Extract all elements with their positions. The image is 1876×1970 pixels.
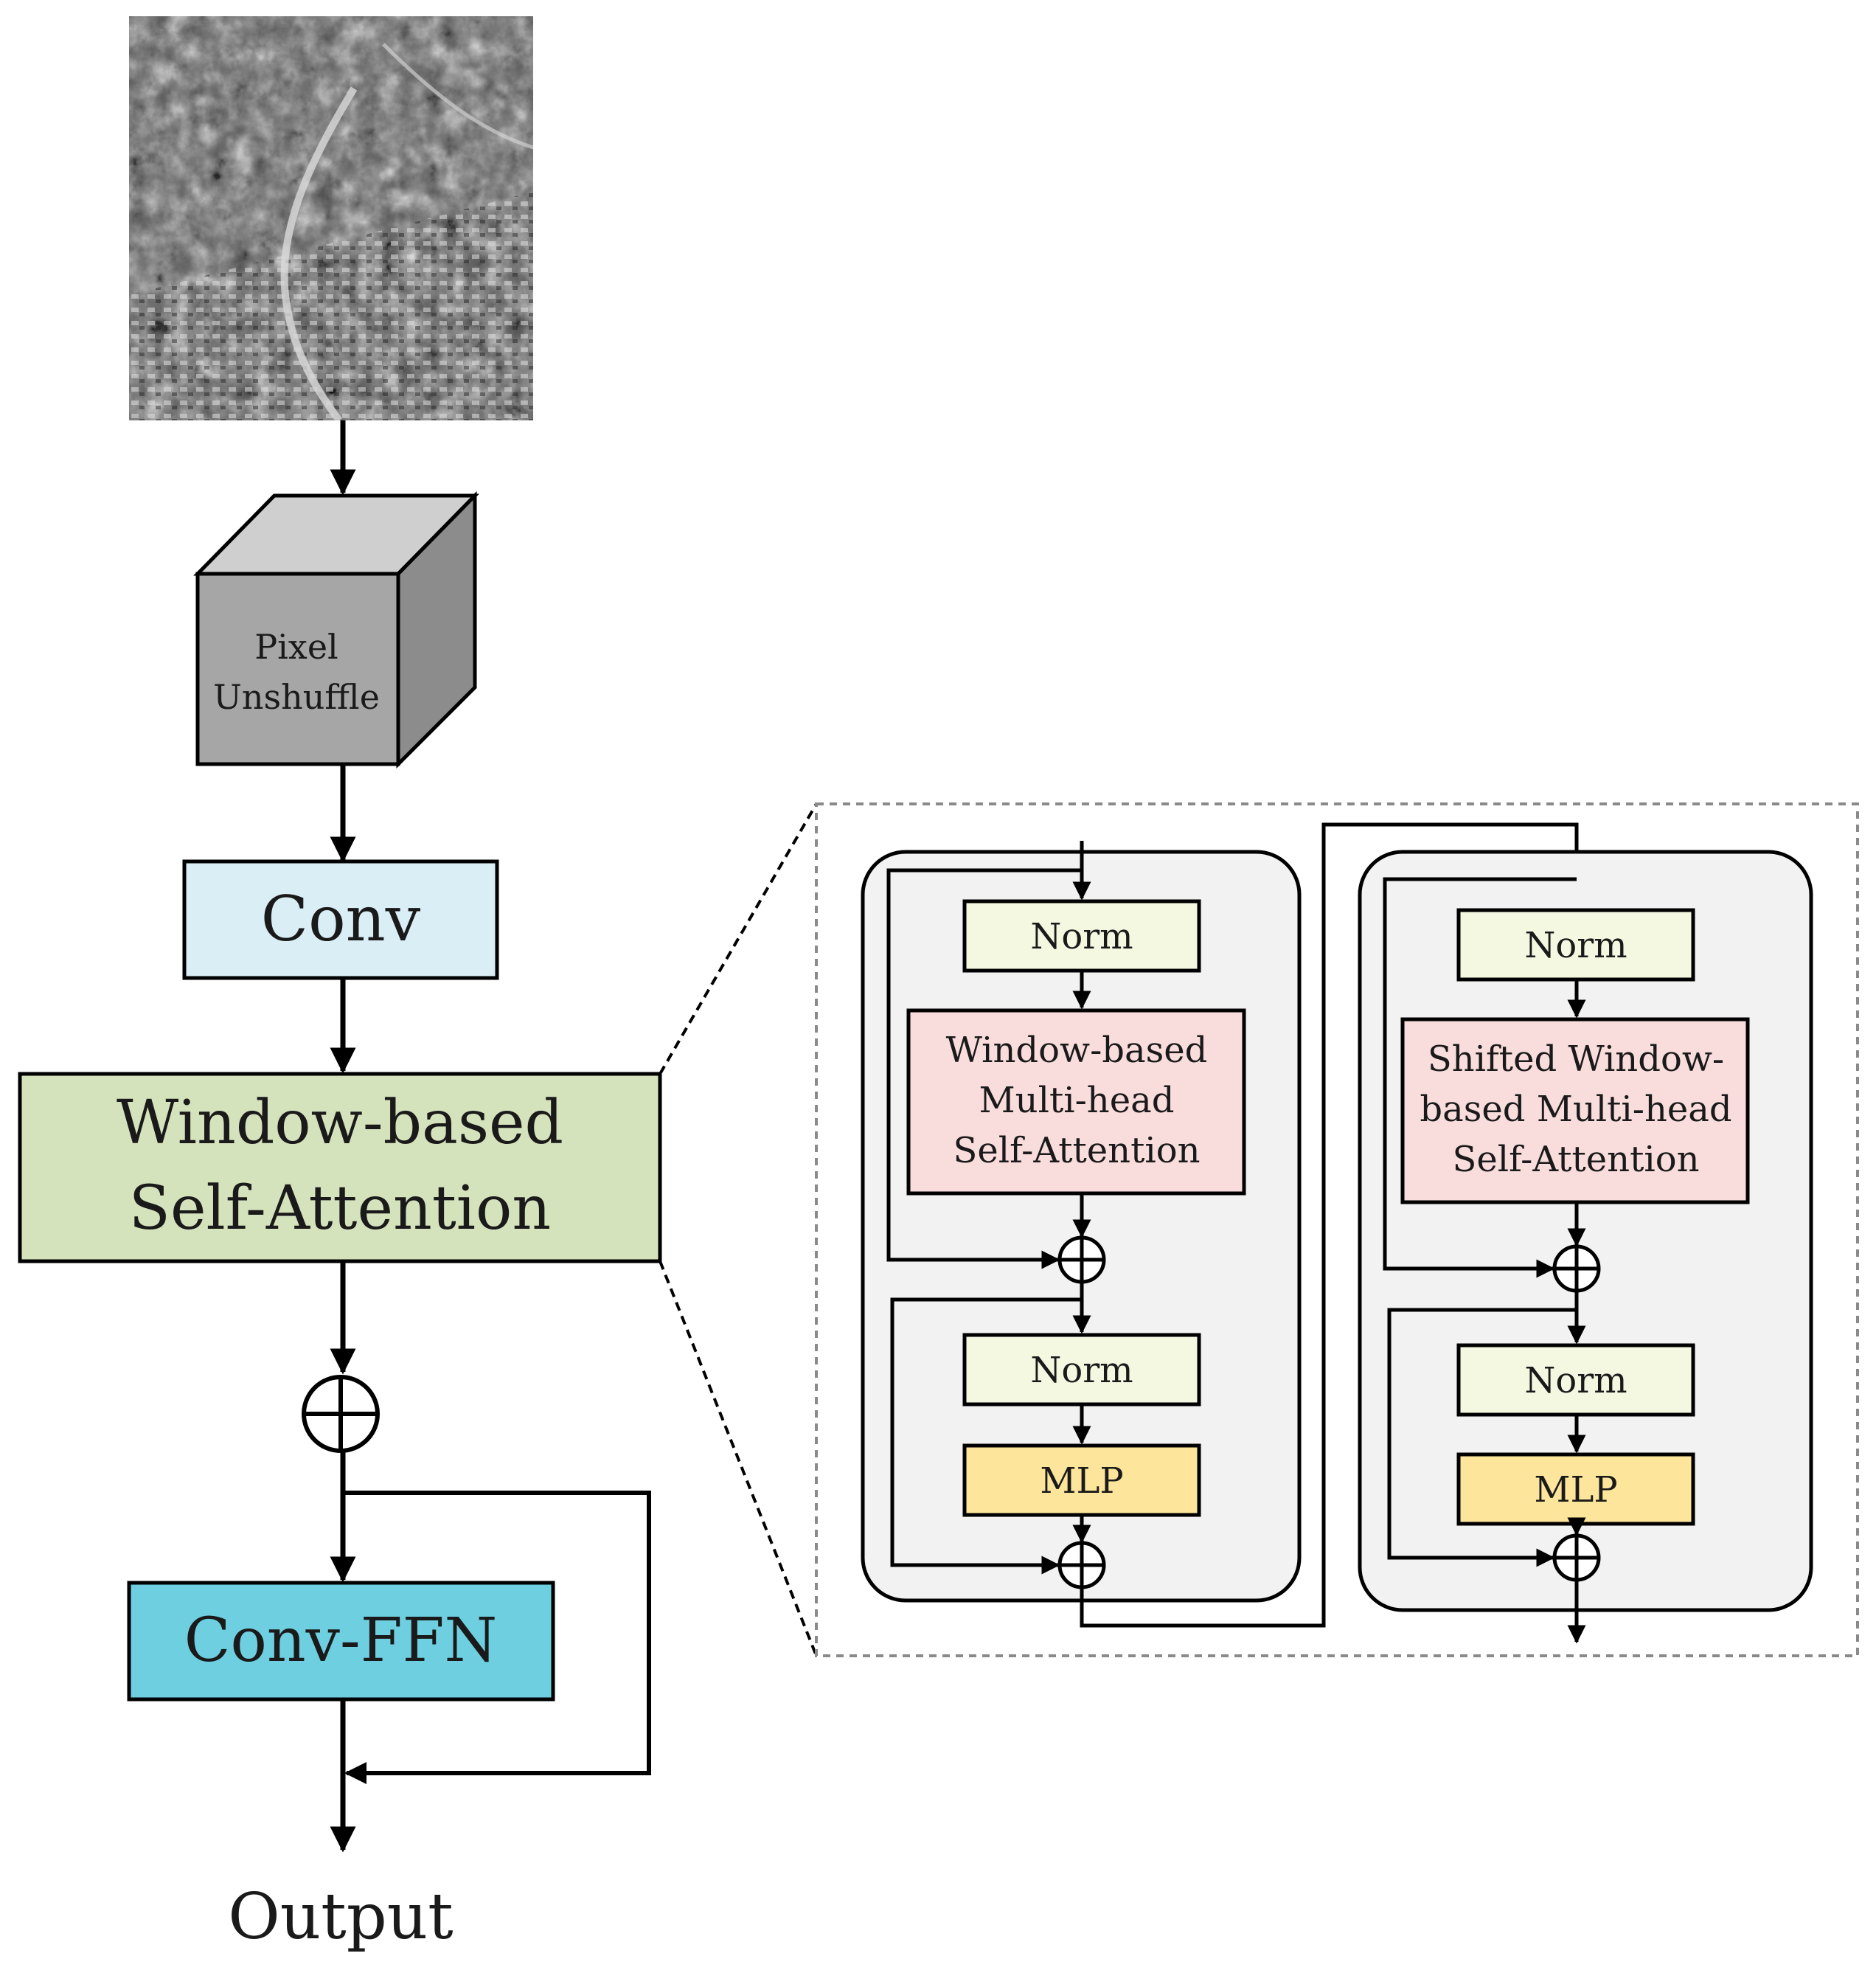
- block1-mlp: [962, 1443, 1201, 1517]
- block2-norm2: [1456, 1343, 1695, 1417]
- conv-block: Conv: [182, 859, 499, 980]
- block1-mlp-label: MLP: [1040, 1460, 1123, 1502]
- swin-block-1: Norm Window-based Multi-head Self-Attent…: [861, 841, 1302, 1603]
- block2-attention-line1: Shifted Window-: [1428, 1038, 1724, 1080]
- wsa-label-line2: Self-Attention: [129, 1173, 551, 1244]
- conv-ffn-block: Conv-FFN: [127, 1581, 555, 1702]
- skip-connection-line: [343, 1491, 651, 1784]
- block1-add2-icon: [1057, 1541, 1106, 1589]
- input-aerial-image: [129, 16, 533, 420]
- output-label: Output: [228, 1880, 453, 1954]
- block1-attention: [906, 1008, 1246, 1196]
- conv-label: Conv: [261, 883, 421, 955]
- detail-panel-frame: [815, 802, 1859, 1657]
- block2-norm1: [1456, 908, 1695, 982]
- window-based-self-attention-block: Window-based Self-Attention: [18, 1072, 662, 1263]
- block1-attention-line3: Self-Attention: [953, 1130, 1200, 1171]
- pixel-unshuffle-label-line1: Pixel: [254, 627, 338, 667]
- zoom-line-bottom: [659, 1260, 818, 1657]
- pixel-unshuffle-cube: Pixel Unshuffle: [193, 490, 479, 769]
- zoom-line-top: [659, 802, 818, 1075]
- block1-norm1-label: Norm: [1030, 916, 1133, 957]
- block1-norm2-label: Norm: [1030, 1350, 1133, 1391]
- block2-mlp: [1456, 1452, 1695, 1526]
- residual-add-icon: [302, 1375, 380, 1453]
- block-connector-line: [1080, 822, 1586, 1628]
- block1-norm2: [962, 1333, 1201, 1407]
- block2-norm2-label: Norm: [1524, 1360, 1627, 1401]
- block2-add2-icon: [1552, 1533, 1601, 1582]
- block2-add1-icon: [1552, 1244, 1601, 1293]
- block1-attention-line1: Window-based: [946, 1030, 1208, 1071]
- block1-add1-icon: [1057, 1235, 1106, 1284]
- swin-block-2: Norm Shifted Window- based Multi-head Se…: [1358, 850, 1813, 1644]
- block2-norm1-label: Norm: [1524, 925, 1627, 966]
- block2-attention-line2: based Multi-head: [1420, 1089, 1731, 1130]
- block2-attention-line3: Self-Attention: [1452, 1139, 1699, 1180]
- block1-attention-line2: Multi-head: [979, 1080, 1175, 1121]
- conv-ffn-label: Conv-FFN: [184, 1606, 498, 1676]
- block2-attention: [1400, 1017, 1750, 1204]
- block1-norm1: [962, 899, 1201, 973]
- block2-mlp-label: MLP: [1534, 1469, 1617, 1511]
- wsa-label-line1: Window-based: [117, 1088, 563, 1158]
- pixel-unshuffle-label-line2: Unshuffle: [213, 677, 380, 717]
